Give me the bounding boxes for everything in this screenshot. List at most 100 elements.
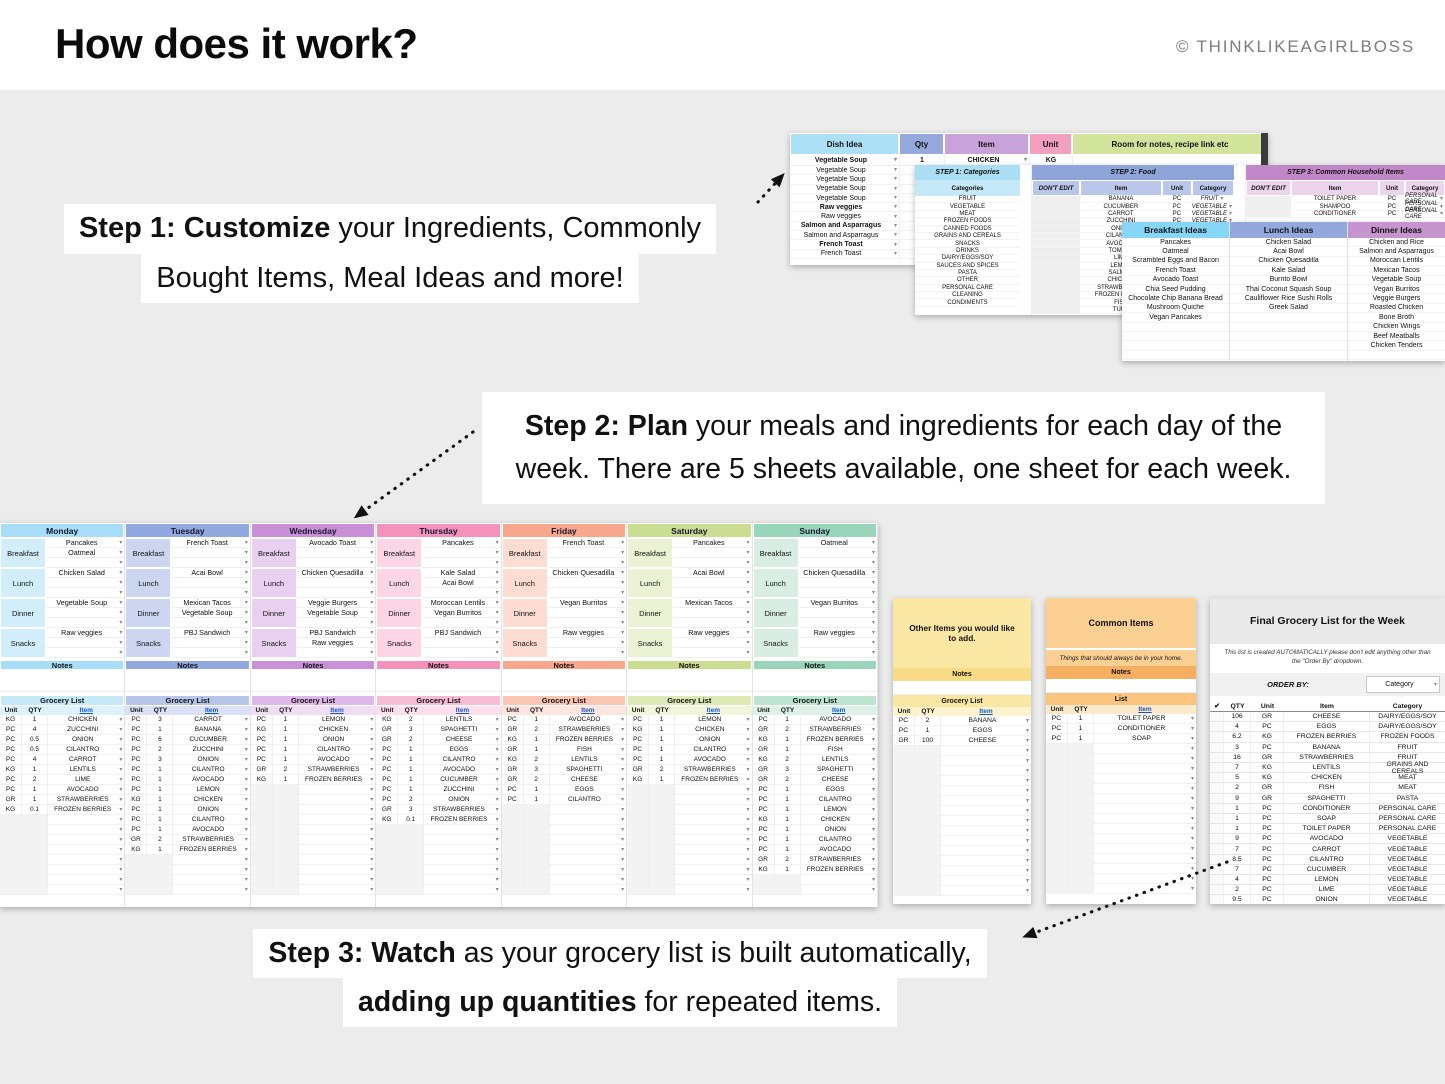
item-cell-dropdown[interactable]: ▾ <box>1094 744 1196 753</box>
unit-cell[interactable]: GR <box>502 725 524 734</box>
qty-cell[interactable] <box>899 175 944 184</box>
meal-slot-dropdown[interactable]: Raw veggies ▾ <box>46 628 125 638</box>
checkbox-cell[interactable] <box>1210 844 1224 854</box>
item-cell[interactable]: LIME <box>1113 255 1128 262</box>
item-cell-dropdown[interactable]: ONION▾ <box>448 796 499 803</box>
qty-cell[interactable]: 1 <box>273 755 299 764</box>
idea-item[interactable]: Vegan Burritos <box>1348 285 1445 295</box>
qty-cell[interactable] <box>398 855 425 864</box>
unit-cell[interactable]: PC <box>1387 203 1397 210</box>
unit-cell[interactable] <box>893 766 915 775</box>
dish-cell[interactable]: Vegetable Soup▾ <box>816 175 897 183</box>
qty-cell[interactable]: 1 <box>775 795 801 804</box>
item-cell-dropdown[interactable]: ▾ <box>299 785 375 794</box>
unit-cell[interactable] <box>1046 814 1068 823</box>
idea-item[interactable]: Scrambled Eggs and Bacon <box>1122 257 1229 267</box>
unit-cell[interactable] <box>250 795 273 804</box>
qty-cell[interactable] <box>649 815 676 824</box>
unit-cell[interactable] <box>627 825 650 834</box>
item-cell-dropdown[interactable]: ▾ <box>424 885 500 894</box>
qty-cell[interactable] <box>272 885 299 894</box>
unit-cell[interactable]: GR <box>753 765 775 774</box>
item-cell-dropdown[interactable]: CONDITIONER▾ <box>1117 725 1194 732</box>
unit-cell[interactable]: PC <box>1172 196 1182 203</box>
item-cell-dropdown[interactable]: CHICKEN▾ <box>193 796 248 803</box>
unit-cell[interactable]: GR <box>502 745 524 754</box>
meal-slot-dropdown[interactable]: French Toast ▾ <box>547 538 627 548</box>
qty-cell[interactable]: 1 <box>273 745 299 754</box>
qty-cell[interactable]: 2 <box>775 775 801 784</box>
qty-cell[interactable] <box>1068 824 1094 833</box>
unit-cell[interactable]: KG <box>627 725 650 734</box>
idea-item[interactable] <box>1230 332 1347 342</box>
dish-cell[interactable]: Vegetable Soup▾ <box>816 185 897 193</box>
unit-cell[interactable]: PC <box>0 735 22 744</box>
meal-slot-dropdown[interactable]: PBJ Sandwich ▾ <box>422 628 501 638</box>
item-cell[interactable]: AVOCADO <box>1106 240 1136 247</box>
item-cell-dropdown[interactable]: CILANTRO▾ <box>317 746 374 753</box>
unit-cell[interactable]: PC <box>125 825 148 834</box>
unit-cell[interactable] <box>0 865 22 874</box>
checkbox-cell[interactable] <box>1210 875 1224 885</box>
qty-cell[interactable]: 1 <box>1068 714 1094 723</box>
meal-slot-dropdown[interactable]: ▾ <box>46 618 125 628</box>
item-cell-dropdown[interactable]: ▾ <box>550 865 626 874</box>
unit-cell[interactable] <box>501 865 524 874</box>
unit-cell[interactable] <box>1046 844 1068 853</box>
idea-item[interactable]: Chicken Tenders <box>1348 341 1445 351</box>
qty-cell[interactable] <box>1068 764 1094 773</box>
item-cell-dropdown[interactable]: ▾ <box>550 835 626 844</box>
category-cell[interactable]: DAIRY/EGGS/SOY <box>915 255 1020 263</box>
qty-cell[interactable] <box>272 805 299 814</box>
checkbox-cell[interactable] <box>1210 803 1224 813</box>
unit-cell[interactable] <box>627 845 650 854</box>
item-cell-dropdown[interactable]: ▾ <box>173 875 249 884</box>
qty-cell[interactable] <box>272 825 299 834</box>
unit-cell[interactable] <box>125 875 148 884</box>
item-cell-dropdown[interactable]: ▾ <box>941 876 1031 885</box>
category-cell[interactable]: PERSONAL CARE▾ <box>1405 207 1443 220</box>
meal-slot-dropdown[interactable]: PBJ Sandwich ▾ <box>171 628 250 638</box>
idea-item[interactable]: Beef Meatballs <box>1348 332 1445 342</box>
unit-cell[interactable] <box>893 886 915 895</box>
unit-cell[interactable]: PC <box>893 726 915 735</box>
qty-cell[interactable] <box>272 845 299 854</box>
qty-cell[interactable] <box>1068 784 1094 793</box>
category-cell[interactable]: PASTA <box>915 270 1020 278</box>
qty-cell[interactable]: 2 <box>398 795 425 804</box>
meal-slot-dropdown[interactable]: PBJ Sandwich ▾ <box>296 628 376 638</box>
unit-cell[interactable] <box>250 845 273 854</box>
idea-item[interactable]: Thai Coconut Squash Soup <box>1230 285 1347 295</box>
idea-item[interactable]: Kale Salad <box>1230 266 1347 276</box>
unit-cell[interactable]: PC <box>125 775 148 784</box>
item-cell-dropdown[interactable]: ONION▾ <box>197 756 248 763</box>
unit-cell[interactable]: KG <box>1029 155 1072 165</box>
meal-slot-dropdown[interactable]: ▾ <box>171 618 250 628</box>
qty-cell[interactable] <box>398 865 425 874</box>
qty-cell[interactable]: 1 <box>147 765 174 774</box>
qty-cell[interactable] <box>272 865 299 874</box>
qty-cell[interactable]: 1 <box>775 715 801 724</box>
item-cell[interactable]: BANANA <box>1108 196 1134 203</box>
unit-cell[interactable]: GR <box>0 795 22 804</box>
qty-cell[interactable]: 0.1 <box>398 815 425 824</box>
idea-item[interactable]: Mexican Tacos <box>1348 266 1445 276</box>
col-header-item-link[interactable]: Item <box>79 707 93 714</box>
meal-slot-dropdown[interactable]: ▾ <box>296 648 376 658</box>
item-cell-dropdown[interactable]: ▾ <box>48 845 124 854</box>
unit-cell[interactable] <box>250 815 273 824</box>
item-cell-dropdown[interactable]: ▾ <box>48 875 124 884</box>
qty-cell[interactable]: 2 <box>147 745 174 754</box>
item-cell-dropdown[interactable]: AVOCADO▾ <box>192 776 248 783</box>
dish-cell[interactable]: Salmon and Asparragus▾ <box>803 231 897 239</box>
qty-cell[interactable] <box>649 885 676 894</box>
meal-slot-dropdown[interactable]: ▾ <box>171 638 250 648</box>
item-cell-dropdown[interactable]: AVOCADO▾ <box>568 716 625 723</box>
qty-cell[interactable]: 1 <box>147 815 174 824</box>
item-cell-dropdown[interactable]: ZUCCHINI▾ <box>443 786 499 793</box>
item-cell[interactable]: ONION <box>1111 225 1131 232</box>
qty-cell[interactable]: 1 <box>147 805 174 814</box>
unit-cell[interactable] <box>1046 874 1068 883</box>
item-cell-dropdown[interactable]: FROZEN BERRIES▾ <box>806 866 875 873</box>
qty-cell[interactable]: 1 <box>775 735 801 744</box>
